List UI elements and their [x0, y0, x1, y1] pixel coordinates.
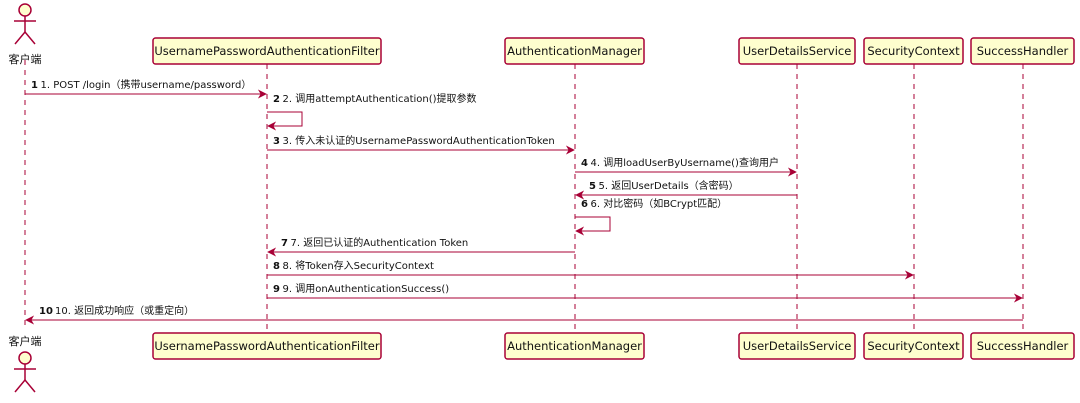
- participant-box: [970, 332, 1075, 360]
- participant-box: [970, 37, 1075, 65]
- sequence-number: 9: [273, 284, 280, 295]
- participant-label: UsernamePasswordAuthenticationFilter: [154, 339, 380, 353]
- sequence-number: 2: [273, 94, 280, 105]
- actor-right-leg: [24, 379, 36, 393]
- participant-manager-bottom: AuthenticationManager: [504, 332, 645, 360]
- message-label: 1. POST /login（携带username/password）: [41, 78, 252, 91]
- sequence-number: 4: [581, 158, 588, 169]
- participant-label: UserDetailsService: [743, 339, 852, 353]
- sequence-number: 3: [273, 136, 280, 147]
- participant-label: UsernamePasswordAuthenticationFilter: [154, 44, 380, 58]
- actor-left-leg: [14, 379, 26, 393]
- participant-label: UserDetailsService: [743, 44, 852, 58]
- participant-label: AuthenticationManager: [507, 339, 642, 353]
- participant-label: SecurityContext: [867, 44, 960, 58]
- actor-head: [18, 3, 32, 17]
- participant-filter-bottom: UsernamePasswordAuthenticationFilter: [152, 332, 382, 360]
- actor-right-leg: [24, 31, 36, 45]
- participant-label: SecurityContext: [867, 339, 960, 353]
- actor-label-top: 客户端: [9, 52, 42, 66]
- sequence-number: 8: [273, 261, 280, 272]
- participant-box: [504, 37, 645, 65]
- message-label: 9. 调用onAuthenticationSuccess(): [283, 283, 450, 295]
- participant-label: AuthenticationManager: [507, 44, 642, 58]
- participant-ctx-top: SecurityContext: [863, 37, 964, 65]
- sequence-number: 1: [31, 80, 38, 91]
- sequence-number: 7: [281, 238, 288, 249]
- participant-box: [504, 332, 645, 360]
- participant-box: [738, 332, 856, 360]
- participant-filter-top: UsernamePasswordAuthenticationFilter: [152, 37, 382, 65]
- participant-handler-bottom: SuccessHandler: [970, 332, 1075, 360]
- actor-figure-bottom: [14, 351, 36, 393]
- message-label: 10. 返回成功响应（或重定向）: [55, 304, 194, 317]
- participant-box: [863, 332, 964, 360]
- message-label: 8. 将Token存入SecurityContext: [283, 259, 434, 272]
- sequence-number: 5: [589, 181, 596, 192]
- participant-manager-top: AuthenticationManager: [504, 37, 645, 65]
- sequence-number: 6: [581, 199, 588, 210]
- message-arrow: [575, 216, 611, 236]
- lifelines: [24, 60, 1024, 333]
- sequence-number: 10: [39, 306, 53, 317]
- actor-label-bottom: 客户端: [9, 334, 42, 348]
- participant-box: [738, 37, 856, 65]
- message-label: 2. 调用attemptAuthentication()提取参数: [283, 92, 477, 105]
- actor-head: [18, 351, 32, 365]
- participant-box: [152, 37, 382, 65]
- participant-ctx-bottom: SecurityContext: [863, 332, 964, 360]
- participant-box: [152, 332, 382, 360]
- message-label: 3. 传入未认证的UsernamePasswordAuthenticationT…: [283, 134, 555, 147]
- participant-handler-top: SuccessHandler: [970, 37, 1075, 65]
- participant-uds-top: UserDetailsService: [738, 37, 856, 65]
- participant-box: [863, 37, 964, 65]
- message-label: 4. 调用loadUserByUsername()查询用户: [591, 156, 779, 169]
- actor-left-leg: [14, 31, 26, 45]
- participant-label: SuccessHandler: [977, 339, 1069, 353]
- message-label: 7. 返回已认证的Authentication Token: [291, 236, 469, 249]
- participant-boxes: 客户端客户端UsernamePasswordAuthenticationFilt…: [9, 3, 1075, 393]
- participant-label: SuccessHandler: [977, 44, 1069, 58]
- actor-figure-top: [14, 3, 36, 45]
- message-label: 6. 对比密码（如BCrypt匹配）: [591, 197, 728, 210]
- participant-uds-bottom: UserDetailsService: [738, 332, 856, 360]
- message-arrow: [267, 111, 303, 131]
- message-label: 5. 返回UserDetails（含密码）: [599, 179, 739, 192]
